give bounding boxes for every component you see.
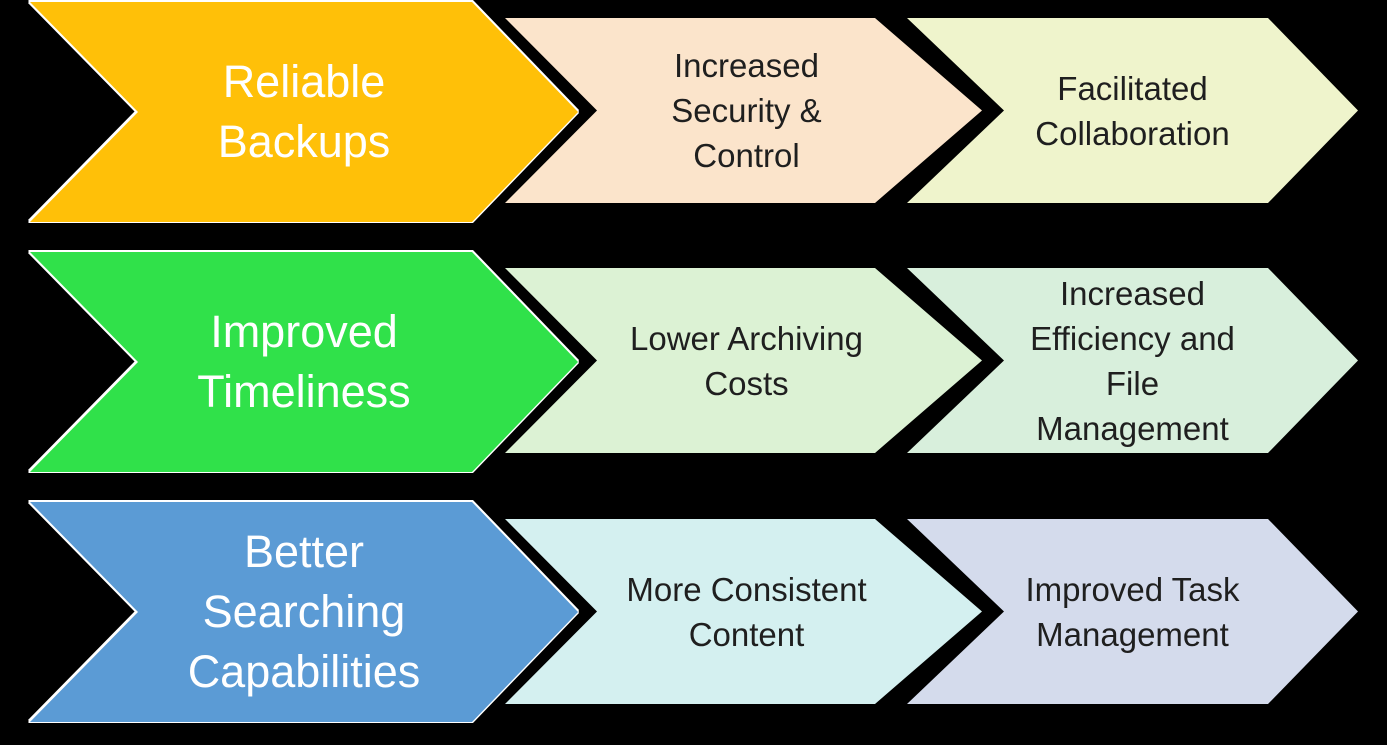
chevron-label-lower-archiving-costs: Lower Archiving Costs	[630, 319, 863, 402]
chevron-label-better-searching-capabilities: Better Searching Capabilities	[187, 526, 421, 697]
chevron-shape: Increased Security & Control	[505, 18, 982, 203]
chevron-better-searching-capabilities: Better Searching Capabilities	[28, 502, 580, 722]
chevron-shape: Improved Timeliness	[30, 252, 578, 472]
chevron-label-facilitated-collaboration: Facilitated Collaboration	[1035, 69, 1230, 152]
chevron-label-increased-efficiency-file-management: Increased Efficiency and File Management	[1030, 274, 1235, 447]
chevron-increased-security-control: Increased Security & Control	[505, 18, 988, 203]
chevron-more-consistent-content: More Consistent Content	[505, 519, 988, 704]
chevron-improved-timeliness: Improved Timeliness	[28, 252, 580, 472]
chevron-label-increased-security-control: Increased Security & Control	[671, 47, 822, 174]
chevron-shape: Facilitated Collaboration	[907, 18, 1358, 203]
chevron-shape: Reliable Backups	[30, 2, 578, 222]
chevron-shape: Better Searching Capabilities	[30, 502, 578, 722]
chevron-shape: Lower Archiving Costs	[505, 268, 982, 453]
chevron-label-more-consistent-content: More Consistent Content	[626, 570, 867, 653]
chevron-shape: Increased Efficiency and File Management	[907, 268, 1358, 453]
chevron-label-improved-task-management: Improved Task Management	[1025, 570, 1240, 653]
chevron-lower-archiving-costs: Lower Archiving Costs	[505, 268, 988, 453]
chevron-label-reliable-backups: Reliable Backups	[217, 56, 391, 167]
chevron-label-improved-timeliness: Improved Timeliness	[197, 306, 411, 417]
chevron-shape: Improved Task Management	[907, 519, 1358, 704]
chevron-increased-efficiency-file-management: Increased Efficiency and File Management	[907, 268, 1358, 453]
chevron-improved-task-management: Improved Task Management	[907, 519, 1358, 704]
chevron-facilitated-collaboration: Facilitated Collaboration	[907, 18, 1358, 203]
chevron-reliable-backups: Reliable Backups	[28, 2, 580, 222]
